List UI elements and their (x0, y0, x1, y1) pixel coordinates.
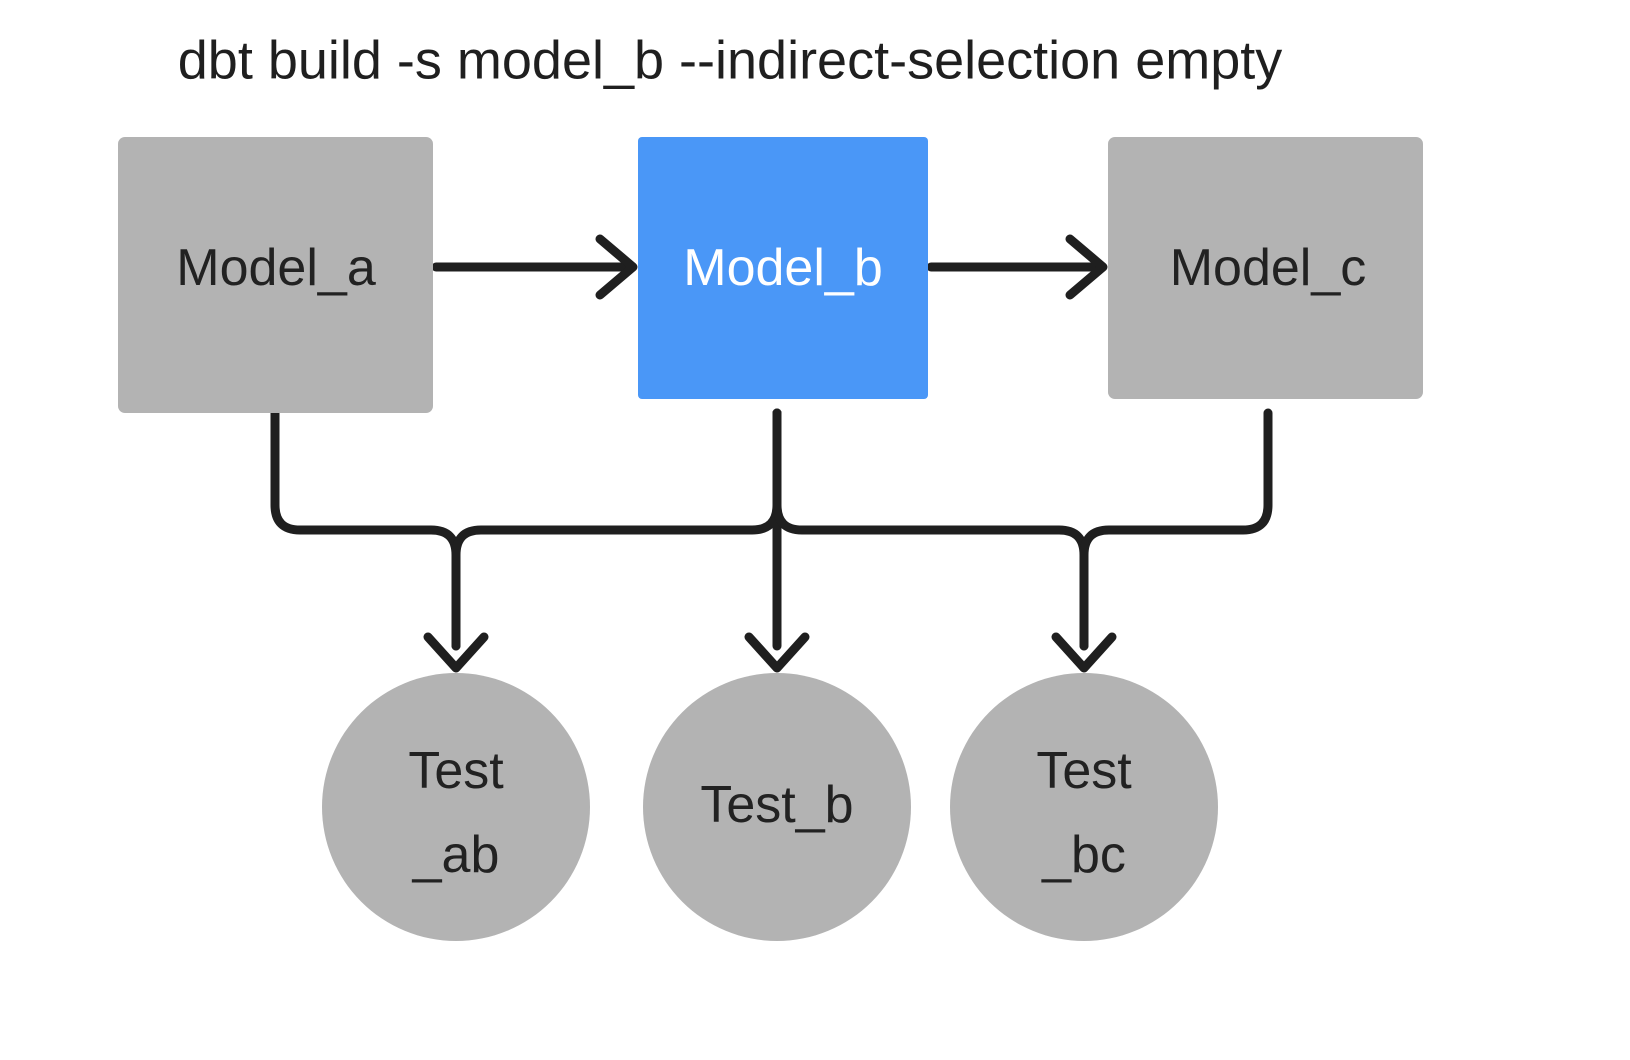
arrowhead-test-bc (1051, 632, 1117, 673)
node-model-b[interactable]: Model_b (638, 137, 928, 399)
edge-model-a-to-model-b (431, 234, 638, 300)
node-model-c[interactable]: Model_c (1108, 137, 1423, 399)
arrowhead-test-ab (423, 632, 489, 673)
edge-model-b-to-test-bc (772, 408, 1089, 651)
node-model-c-label: Model_c (1170, 239, 1367, 297)
edge-model-a-to-test-ab (270, 408, 461, 651)
node-test-bc-shape[interactable] (950, 673, 1218, 941)
node-model-b-label: Model_b (683, 239, 882, 297)
node-test-b-shape[interactable] (643, 673, 911, 941)
node-test-ab-label-line2: _ab (412, 826, 500, 884)
node-test-bc[interactable]: Test _bc (950, 673, 1218, 941)
edge-model-b-to-model-c (926, 234, 1108, 300)
edge-model-b-to-test-ab (451, 408, 782, 651)
node-test-b[interactable]: Test_b (643, 673, 911, 941)
page-title: dbt build -s model_b --indirect-selectio… (178, 30, 1283, 90)
node-test-bc-label-line2: _bc (1041, 826, 1126, 884)
edge-model-c-to-test-bc (1079, 408, 1273, 651)
node-model-a-shape[interactable] (118, 137, 433, 413)
node-test-ab[interactable]: Test _ab (322, 673, 590, 941)
node-test-ab-label-line1: Test (408, 742, 504, 800)
node-test-bc-label-line1: Test (1036, 742, 1132, 800)
node-test-b-label-line1: Test_b (700, 776, 853, 834)
node-model-c-shape[interactable] (1108, 137, 1423, 399)
node-model-a[interactable]: Model_a (118, 137, 433, 413)
arrowhead-test-b (744, 632, 810, 673)
node-test-ab-shape[interactable] (322, 673, 590, 941)
node-model-a-label: Model_a (176, 239, 376, 297)
node-model-b-shape[interactable] (638, 137, 928, 399)
